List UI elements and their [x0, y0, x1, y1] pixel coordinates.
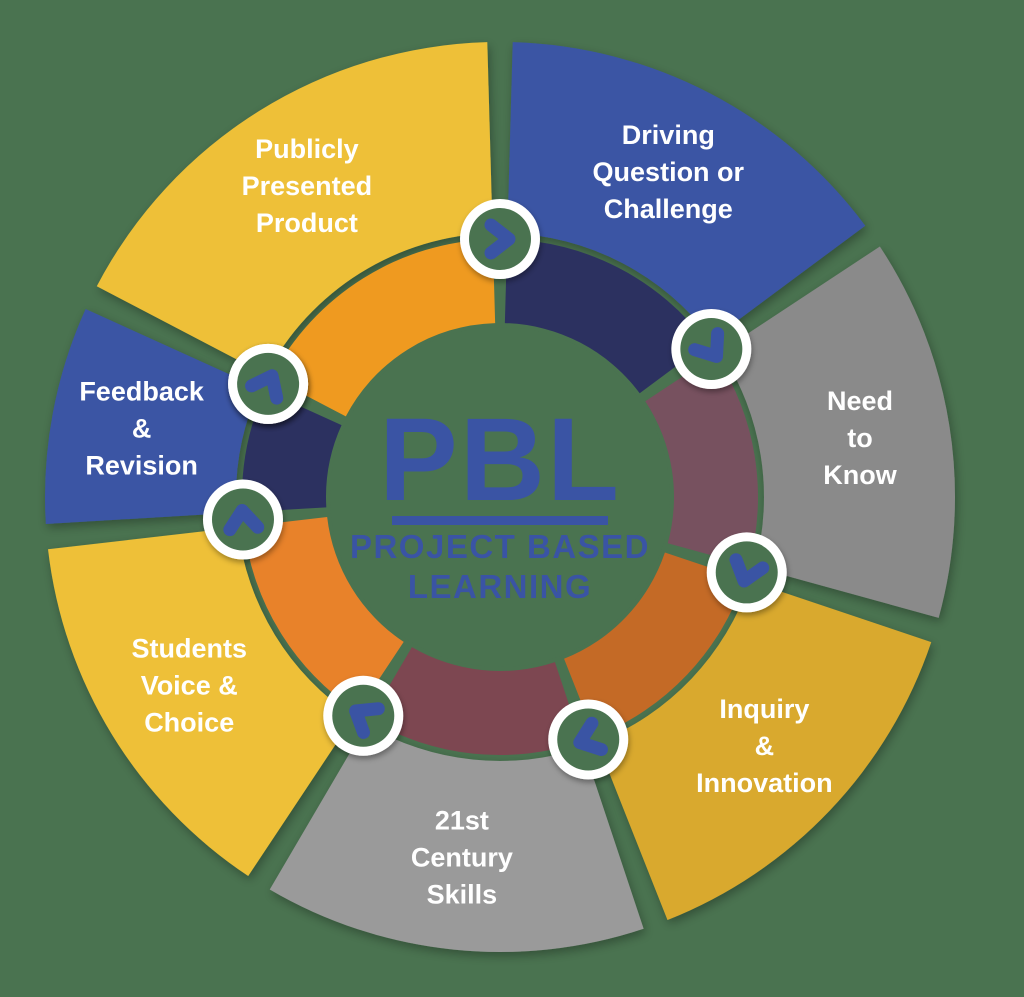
- segment-label-21st-century-skills: 21st: [435, 806, 489, 836]
- badge-lower-right[interactable]: [706, 532, 787, 613]
- segment-21st-century-skills[interactable]: [269, 724, 644, 952]
- chevron-icon: [245, 369, 284, 405]
- segment-accent-inquiry-and-innovation: [564, 552, 745, 737]
- segment-accent-students-voice-and-choice: [243, 516, 404, 712]
- segment-label-driving-question-or-challenge: Question or: [593, 157, 745, 187]
- segment-label-feedback-and-revision: &: [132, 414, 152, 444]
- segment-feedback-and-revision[interactable]: [45, 309, 260, 524]
- chevron-icon: [223, 504, 265, 537]
- segment-label-publicly-presented-product: Presented: [242, 171, 373, 201]
- segment-label-inquiry-and-innovation: Innovation: [696, 768, 833, 798]
- chevron-icon: [349, 702, 385, 739]
- segment-label-inquiry-and-innovation: &: [755, 731, 775, 761]
- logo-subtitle-line2: LEARNING: [408, 568, 592, 605]
- segment-label-students-voice-and-choice: Voice &: [141, 671, 238, 701]
- segment-label-students-voice-and-choice: Students: [131, 634, 247, 664]
- segment-label-need-to-know: Know: [823, 460, 897, 490]
- segment-inquiry-and-innovation[interactable]: [597, 581, 932, 921]
- chevron-icon: [688, 327, 725, 363]
- outer-segment-ring: [45, 42, 956, 952]
- segment-label-driving-question-or-challenge: Driving: [622, 120, 715, 150]
- segment-accent-publicly-presented-product: [271, 239, 496, 417]
- segment-driving-question-or-challenge[interactable]: [507, 42, 866, 340]
- segment-label-publicly-presented-product: Product: [256, 208, 358, 238]
- inner-accent-ring: [241, 239, 758, 756]
- badge-right[interactable]: [671, 309, 752, 390]
- segment-label-feedback-and-revision: Feedback: [79, 377, 205, 407]
- logo-acronym: PBL: [379, 394, 621, 526]
- segment-label-need-to-know: Need: [827, 386, 893, 416]
- segment-need-to-know[interactable]: [720, 246, 956, 618]
- segment-publicly-presented-product[interactable]: [96, 42, 493, 375]
- chevron-badges: [202, 199, 787, 780]
- logo-divider-line: [392, 516, 608, 525]
- center-disc: [330, 327, 670, 667]
- badge-top-right[interactable]: [460, 199, 540, 279]
- badge-bottom[interactable]: [548, 699, 629, 780]
- segment-label-21st-century-skills: Skills: [427, 880, 498, 910]
- segment-label-21st-century-skills: Century: [411, 843, 513, 873]
- segment-label-feedback-and-revision: Revision: [85, 451, 198, 481]
- pbl-logo: PBL PROJECT BASED LEARNING: [350, 394, 650, 605]
- segment-students-voice-and-choice[interactable]: [48, 527, 354, 876]
- segment-label-publicly-presented-product: Publicly: [255, 134, 359, 164]
- segment-label-students-voice-and-choice: Choice: [144, 708, 234, 738]
- chevron-icon: [484, 218, 516, 260]
- segment-accent-21st-century-skills: [369, 647, 582, 756]
- chevron-icon: [729, 553, 770, 588]
- badge-upper-left[interactable]: [228, 343, 309, 424]
- chevron-icon: [573, 716, 608, 757]
- badge-lower-left[interactable]: [323, 675, 404, 756]
- segment-accent-need-to-know: [645, 354, 758, 566]
- logo-subtitle-line1: PROJECT BASED: [350, 528, 650, 565]
- segment-accent-driving-question-or-challenge: [504, 239, 708, 394]
- badge-left[interactable]: [202, 479, 283, 560]
- segment-label-inquiry-and-innovation: Inquiry: [719, 694, 809, 724]
- segment-label-driving-question-or-challenge: Challenge: [604, 194, 733, 224]
- segment-label-need-to-know: to: [847, 423, 872, 453]
